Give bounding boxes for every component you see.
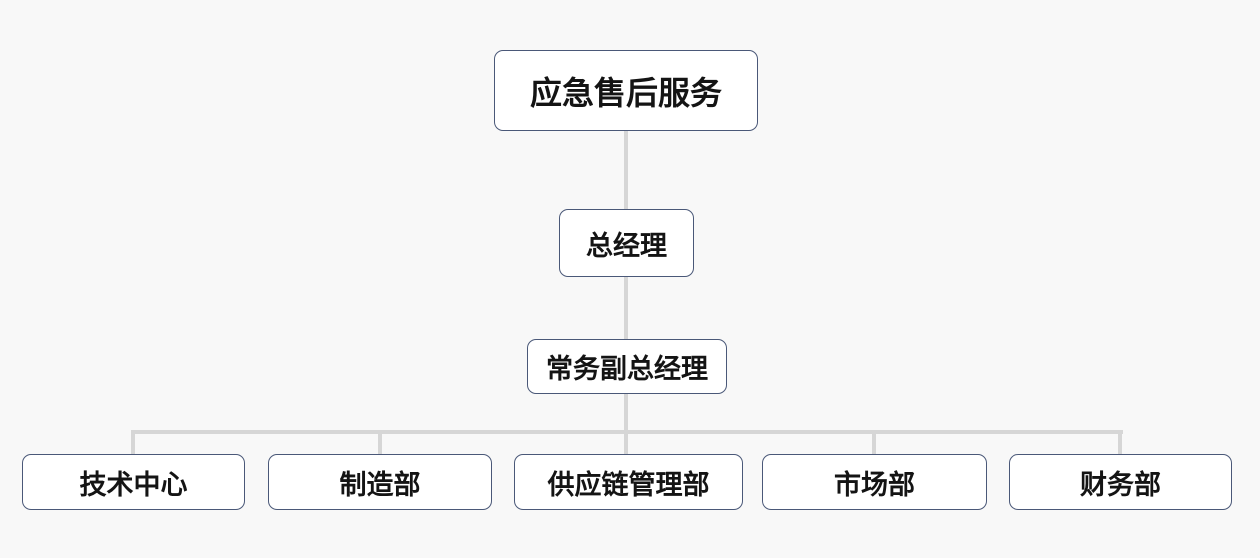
org-node-finance-dept-label: 财务部 <box>1080 469 1161 500</box>
org-node-general-manager-label: 总经理 <box>586 230 667 261</box>
connector-drop-tech-center <box>131 430 135 454</box>
org-node-finance-dept: 财务部 <box>1009 454 1232 510</box>
connector-drop-manufacturing <box>378 430 382 454</box>
org-node-executive-deputy-gm: 常务副总经理 <box>527 339 727 394</box>
connector-drop-marketing <box>872 430 876 454</box>
connector-drop-supply-chain <box>624 430 628 454</box>
org-node-tech-center-label: 技术中心 <box>79 469 188 500</box>
connector-root-to-gm <box>624 131 628 209</box>
org-node-root-label: 应急售后服务 <box>529 74 722 111</box>
org-node-manufacturing-dept: 制造部 <box>268 454 492 510</box>
connector-dgm-to-branch <box>624 394 628 434</box>
org-node-marketing-dept-label: 市场部 <box>834 469 915 500</box>
org-node-executive-deputy-gm-label: 常务副总经理 <box>546 354 708 384</box>
org-node-tech-center: 技术中心 <box>22 454 245 510</box>
org-node-supply-chain-dept: 供应链管理部 <box>514 454 743 510</box>
org-node-general-manager: 总经理 <box>559 209 694 277</box>
org-node-manufacturing-dept-label: 制造部 <box>339 469 421 500</box>
org-node-supply-chain-dept-label: 供应链管理部 <box>547 469 710 500</box>
connector-gm-to-dgm <box>624 277 628 339</box>
connector-drop-finance <box>1118 430 1122 454</box>
org-node-root: 应急售后服务 <box>494 50 758 131</box>
org-node-marketing-dept: 市场部 <box>762 454 987 510</box>
